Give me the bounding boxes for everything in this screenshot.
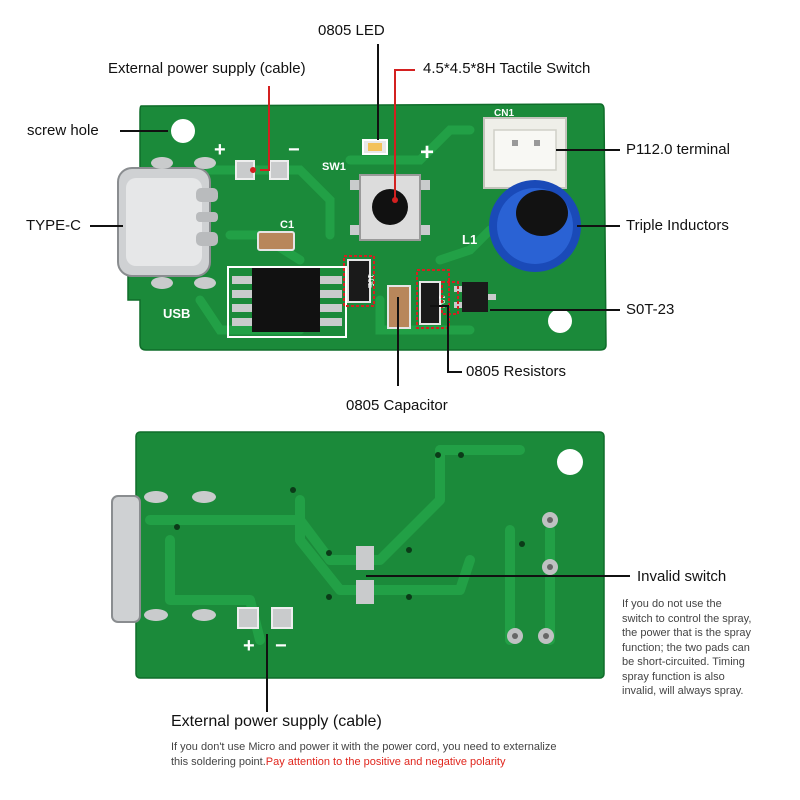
note-line: switch to control the spray,: [622, 612, 752, 625]
silk-cn1: CN1: [494, 108, 514, 119]
silk-r-code-1: 10E: [366, 274, 375, 288]
label-capacitor: 0805 Capacitor: [346, 397, 448, 414]
label-invalid-switch: Invalid switch: [637, 568, 727, 585]
screw-hole-top-right: [548, 309, 572, 333]
ext-power-note-line1: If you don't use Micro and power it with…: [171, 741, 557, 753]
silk-bottom-minus: −: [275, 635, 287, 657]
label-type-c: TYPE-C: [26, 217, 82, 234]
bottom-vias: [174, 452, 525, 600]
sot23-transistor: [454, 282, 496, 312]
resistor-104: [419, 281, 441, 325]
ic-chip: [227, 266, 347, 338]
ext-power-note-line2: this soldering point.Pay attention to th…: [171, 755, 556, 770]
capacitor-c1: [257, 231, 295, 251]
bottom-power-pads: [237, 607, 293, 629]
note-line: function; the two pads can: [622, 641, 750, 654]
highlight-boxes: [343, 255, 459, 329]
silk-plus-left: +: [214, 139, 226, 161]
ext-power-note: If you don't use Micro and power it with…: [171, 740, 556, 769]
note-line: invalid, will always spray.: [622, 685, 744, 697]
note-line: the power that is the spray: [622, 627, 752, 639]
resistor-10e: [347, 259, 371, 303]
inductor-l1: [489, 180, 581, 272]
type-c-connector: [117, 157, 218, 289]
silk-sw1: SW1: [322, 161, 346, 173]
label-sot23: S0T-23: [626, 301, 675, 318]
solder-joints: [507, 512, 558, 644]
bottom-traces: [145, 445, 555, 645]
ext-power-note-text: this soldering point.: [171, 755, 266, 768]
led-component: [362, 139, 388, 155]
label-resistors: 0805 Resistors: [466, 363, 567, 380]
silk-l1: L1: [462, 232, 477, 247]
red-leader-lines: [260, 69, 415, 200]
bottom-screw-hole: [557, 449, 583, 475]
terminal-cn1: [483, 117, 567, 189]
silk-c1: C1: [280, 219, 294, 231]
invalid-switch-pads: [356, 546, 374, 604]
bottom-leader-lines: [266, 575, 630, 712]
invalid-switch-note: If you do not use the switch to control …: [622, 597, 751, 699]
leader-dot-power: [250, 167, 256, 173]
label-screw-hole: screw hole: [27, 122, 99, 139]
label-ext-power-top: External power supply (cable): [108, 60, 306, 77]
silk-usb: USB: [163, 306, 190, 321]
polarity-warning: Pay attention to the positive and negati…: [265, 755, 506, 768]
silk-minus-left: −: [288, 139, 300, 161]
leader-dot-switch: [392, 197, 398, 203]
silk-bottom-plus: +: [243, 635, 255, 657]
label-ext-power-bottom: External power supply (cable): [171, 713, 382, 730]
note-line: be short-circuited. Timing: [622, 656, 745, 668]
label-led: 0805 LED: [318, 22, 385, 39]
bottom-type-c: [111, 491, 216, 623]
note-line: If you do not use the: [622, 598, 722, 610]
note-line: spray function is also: [622, 670, 725, 683]
screw-hole-top-left: [171, 119, 195, 143]
label-inductors: Triple Inductors: [626, 217, 729, 234]
silk-plus-right: +: [420, 139, 434, 166]
label-switch: 4.5*4.5*8H Tactile Switch: [423, 60, 591, 77]
leader-lines: [90, 44, 620, 386]
tactile-switch: [350, 174, 430, 241]
label-terminal: P112.0 terminal: [626, 141, 730, 158]
